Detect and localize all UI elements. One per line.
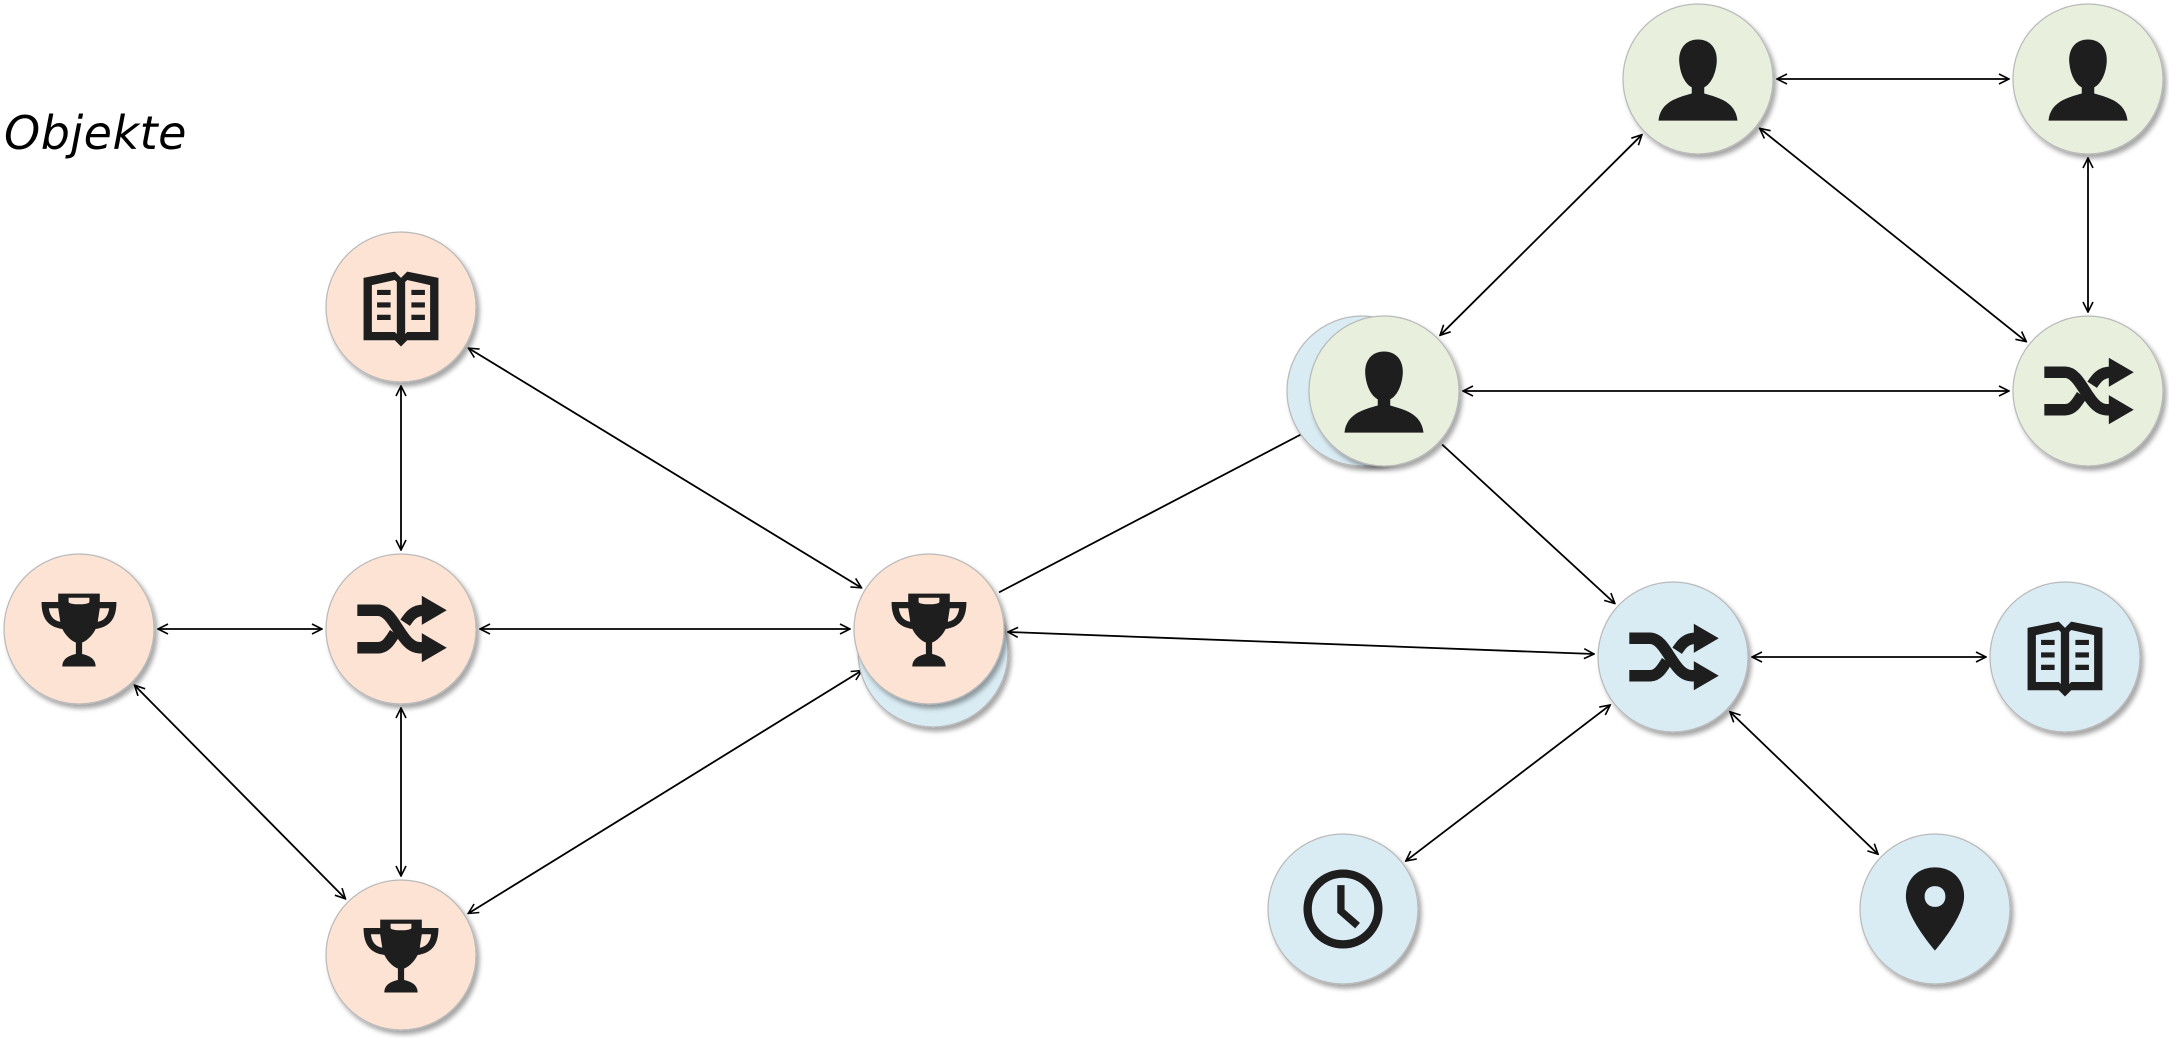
edge-book-left-to-trophy-center	[468, 348, 861, 588]
edge-trophy-bottom-to-trophy-center	[468, 671, 862, 914]
node-person-top-left[interactable]	[1622, 3, 1774, 155]
node-trophy-center[interactable]	[853, 553, 1005, 705]
node-trophy-left[interactable]	[3, 553, 155, 705]
node-book-left[interactable]	[325, 231, 477, 383]
node-pin[interactable]	[1859, 833, 2011, 985]
node-person-top-right[interactable]	[2012, 3, 2164, 155]
edge-trophy-center-to-person-mid	[998, 428, 1314, 594]
edge-person-top-left-to-shuffle-green	[1760, 128, 2027, 341]
node-book-right[interactable]	[1989, 581, 2141, 733]
node-shuffle-left[interactable]	[325, 553, 477, 705]
nodes-layer	[3, 3, 2164, 1031]
edge-person-mid-to-shuffle-blue	[1441, 443, 1615, 604]
edge-shuffle-blue-to-clock	[1406, 705, 1610, 861]
node-clock[interactable]	[1267, 833, 1419, 985]
node-person-mid[interactable]	[1308, 315, 1460, 467]
node-trophy-bottom[interactable]	[325, 879, 477, 1031]
edge-trophy-left-to-trophy-bottom	[135, 685, 346, 899]
diagram-title: Objekte	[4, 106, 187, 160]
node-shuffle-blue[interactable]	[1597, 581, 1749, 733]
edge-shuffle-blue-to-pin	[1730, 712, 1878, 854]
node-shuffle-green[interactable]	[2012, 315, 2164, 467]
edges-layer	[135, 79, 2088, 913]
edge-person-top-left-to-person-mid	[1440, 135, 1642, 336]
edge-trophy-center-to-shuffle-blue	[1008, 632, 1594, 654]
